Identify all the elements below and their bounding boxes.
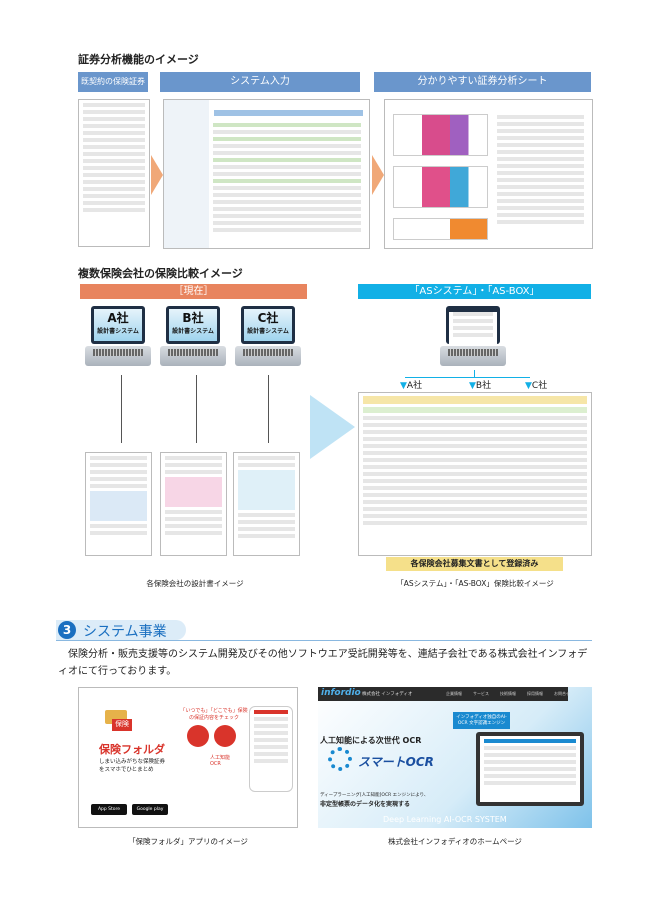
- label-existing-policy: 既契約の保険証券: [78, 72, 148, 92]
- ocr-label: 人工知能OCR: [210, 755, 231, 767]
- section-title-system: システム事業: [83, 624, 167, 640]
- arrow-down-icon: [121, 375, 122, 443]
- design-doc-c: [233, 452, 300, 556]
- nav-item[interactable]: 企業情報: [446, 691, 462, 696]
- company-name: A社: [107, 311, 129, 325]
- comparison-doc: [358, 392, 592, 556]
- design-doc-b: [160, 452, 227, 556]
- infordio-logo: infordio: [321, 688, 361, 698]
- app-tagline: しまい込みがちな保険証券をスマホでひとまとめ: [99, 759, 166, 773]
- label-as-system: 「ASシステム」・「AS-BOX」: [358, 284, 591, 299]
- ocr-bubble: インフォディオ独自のAI-OCR 文字認識エンジン: [453, 712, 510, 729]
- network-icon: [328, 747, 352, 771]
- nav-item[interactable]: サービス: [473, 691, 489, 696]
- label-current: ［現在］: [80, 284, 307, 299]
- system-input-screenshot: [163, 99, 370, 249]
- infordio-homepage-image: infordio 株式会社 インフォディオ 企業情報 サービス 技術情報 採用情報 お問…: [318, 687, 592, 828]
- big-arrow-icon: [310, 395, 355, 459]
- section-paragraph: 保険分析・販売支援等のシステム開発及びその他ソフトウエア受託開発等を、連結子会社…: [58, 649, 588, 677]
- arrow-icon: [372, 155, 384, 195]
- product-name: スマートOCR: [358, 755, 434, 769]
- app-promo: 「いつでも」「どこでも」保険の保証内容をチェック: [180, 708, 248, 721]
- branch-arrows: [405, 377, 530, 378]
- company-name: C社: [257, 311, 279, 325]
- caption-app: 「保険フォルダ」アプリのイメージ: [128, 837, 248, 846]
- policy-document-image: [78, 99, 150, 247]
- label-analysis-sheet: 分かりやすい証券分析シート: [374, 72, 591, 92]
- web-sub1: ディープラーニング[人工知能]OCR エンジンにより、: [320, 793, 429, 798]
- arrow-down-icon: [268, 375, 269, 443]
- nav-item[interactable]: 技術情報: [500, 691, 516, 696]
- caption-design-docs: 各保険会社の設計書イメージ: [146, 579, 244, 588]
- nav: 企業情報 サービス 技術情報 採用情報 お問合せ: [446, 691, 570, 697]
- company-name: B社: [182, 311, 204, 325]
- branch-a: ▼A社: [400, 381, 423, 391]
- design-doc-a: [85, 452, 152, 556]
- web-sub2: 非定型帳票のデータ化を実現する: [320, 801, 411, 808]
- branch-c: ▼C社: [525, 381, 548, 391]
- caption-homepage: 株式会社インフォディオのホームページ: [388, 837, 522, 846]
- system-name: 設計書システム: [247, 328, 289, 335]
- nav-item[interactable]: 採用情報: [527, 691, 543, 696]
- company-name: 株式会社 インフォディオ: [362, 692, 413, 697]
- google-play-button[interactable]: Google play: [132, 804, 168, 815]
- section-title-comparison: 複数保険会社の保険比較イメージ: [78, 267, 243, 280]
- arrow-icon: [151, 155, 163, 195]
- section-header-bg: [56, 620, 186, 640]
- app-image: 保険 保険フォルダ しまい込みがちな保険証券をスマホでひとまとめ 「いつでも」「…: [78, 687, 298, 828]
- label-system-input: システム入力: [160, 72, 360, 92]
- web-footer: Deep Learning AI-OCR SYSTEM: [383, 815, 507, 824]
- section-title-securities-analysis: 証券分析機能のイメージ: [78, 53, 199, 66]
- registered-label: 各保険会社募集文書として登録済み: [386, 557, 563, 571]
- nav-item[interactable]: お問合せ: [554, 691, 570, 696]
- app-store-button[interactable]: App Store: [91, 804, 127, 815]
- analysis-sheet-image: [384, 99, 593, 249]
- laptop-company-a: A社設計書システム: [85, 306, 151, 368]
- branch-b: ▼B社: [469, 381, 492, 391]
- laptop-company-c: C社設計書システム: [235, 306, 301, 368]
- web-headline: 人工知能による次世代 OCR: [320, 736, 422, 745]
- system-name: 設計書システム: [97, 328, 139, 335]
- caption-comparison: 「ASシステム」・「AS-BOX」保険比較イメージ: [396, 579, 554, 588]
- section-number-badge: 3: [58, 621, 76, 639]
- system-name: 設計書システム: [172, 328, 214, 335]
- app-badge: 保険: [112, 719, 132, 731]
- laptop-as-system: [440, 306, 506, 368]
- divider: [56, 640, 592, 641]
- arrow-down-icon: [196, 375, 197, 443]
- app-name: 保険フォルダ: [99, 743, 165, 756]
- laptop-company-b: B社設計書システム: [160, 306, 226, 368]
